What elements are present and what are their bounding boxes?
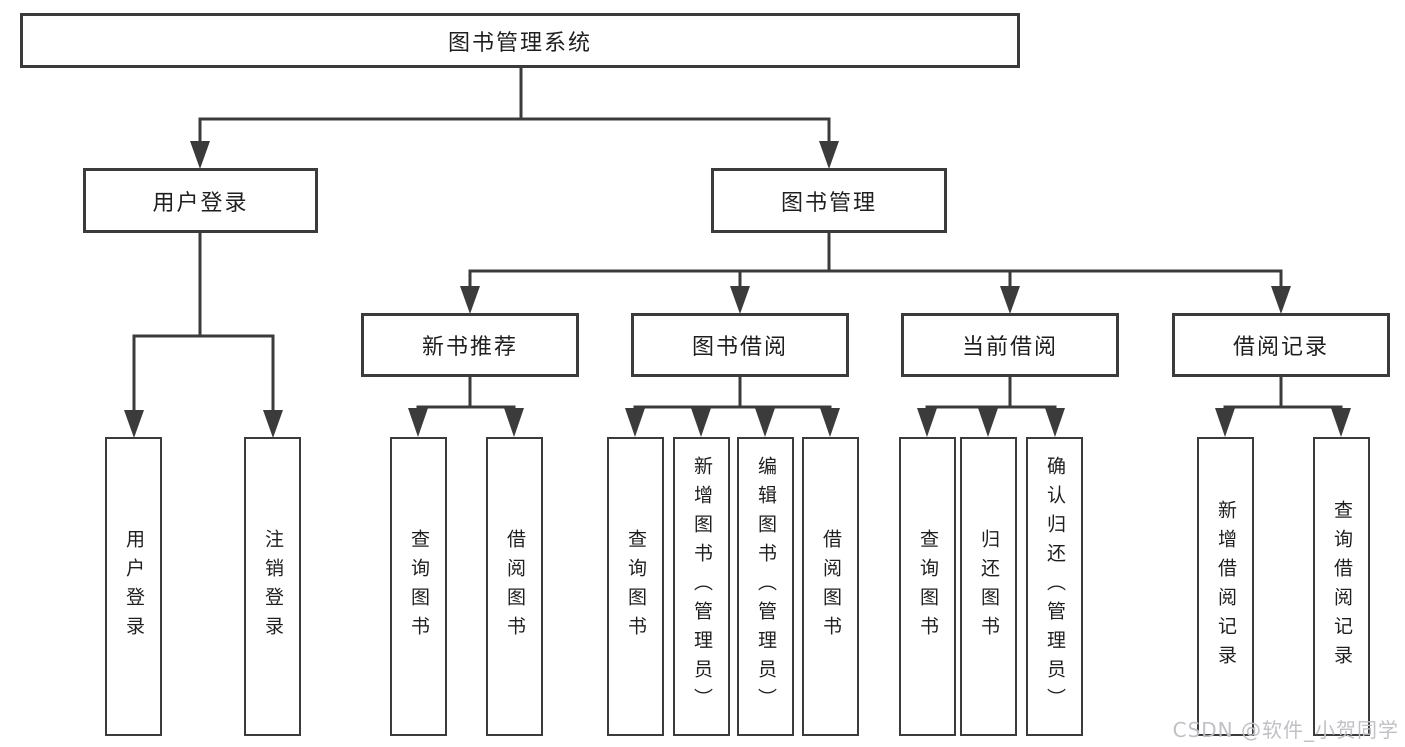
- leaf-logout: 注销登录: [244, 437, 301, 736]
- leaf-borrow-books-label: 借阅图书: [820, 528, 842, 645]
- node-new-book-recommend-label: 新书推荐: [421, 335, 518, 360]
- leaf-user-login-label: 用户登录: [123, 528, 145, 645]
- leaf-return-books-label: 归还图书: [978, 528, 1000, 645]
- node-book-management-label: 图书管理: [780, 190, 877, 216]
- node-borrow-records-label: 借阅记录: [1232, 335, 1329, 360]
- leaf-add-borrow-record-label: 新增借阅记录: [1215, 499, 1237, 674]
- leaf-user-login: 用户登录: [105, 437, 162, 736]
- arrow-heads: [124, 141, 1351, 438]
- leaf-query-books-borrow-label: 查询图书: [625, 528, 647, 645]
- node-book-borrow-label: 图书借阅: [691, 335, 788, 360]
- node-book-borrow: 图书借阅: [631, 313, 849, 377]
- leaf-edit-books-admin-label: 编辑图书（管理员）: [755, 456, 777, 717]
- leaf-query-borrow-record: 查询借阅记录: [1313, 437, 1370, 736]
- leaf-query-books-recommend-label: 查询图书: [408, 528, 430, 645]
- leaf-add-borrow-record: 新增借阅记录: [1197, 437, 1254, 736]
- leaf-query-books-borrow: 查询图书: [607, 437, 664, 736]
- node-book-management: 图书管理: [711, 168, 947, 233]
- leaf-query-books-current: 查询图书: [899, 437, 956, 736]
- node-root-label: 图书管理系统: [447, 30, 592, 56]
- leaf-confirm-return-admin: 确认归还（管理员）: [1026, 437, 1083, 736]
- leaf-confirm-return-admin-label: 确认归还（管理员）: [1044, 456, 1066, 717]
- node-borrow-records: 借阅记录: [1172, 313, 1390, 377]
- node-current-borrow: 当前借阅: [901, 313, 1119, 377]
- node-user-login-label: 用户登录: [152, 190, 249, 216]
- leaf-query-borrow-record-label: 查询借阅记录: [1331, 499, 1353, 674]
- leaf-add-books-admin-label: 新增图书（管理员）: [691, 456, 713, 717]
- node-current-borrow-label: 当前借阅: [961, 335, 1058, 360]
- leaf-borrow-books-recommend-label: 借阅图书: [504, 528, 526, 645]
- leaf-borrow-books-recommend: 借阅图书: [486, 437, 543, 736]
- leaf-query-books-current-label: 查询图书: [917, 528, 939, 645]
- leaf-return-books: 归还图书: [960, 437, 1017, 736]
- node-user-login: 用户登录: [83, 168, 318, 233]
- leaf-borrow-books: 借阅图书: [802, 437, 859, 736]
- leaf-add-books-admin: 新增图书（管理员）: [673, 437, 730, 736]
- csdn-watermark: CSDN @软件_小贺同学: [1172, 718, 1399, 742]
- node-root: 图书管理系统: [20, 13, 1020, 68]
- leaf-query-books-recommend: 查询图书: [390, 437, 447, 736]
- leaf-edit-books-admin: 编辑图书（管理员）: [737, 437, 794, 736]
- connector-paths: [132, 66, 1343, 414]
- leaf-logout-label: 注销登录: [262, 528, 284, 645]
- node-new-book-recommend: 新书推荐: [361, 313, 579, 377]
